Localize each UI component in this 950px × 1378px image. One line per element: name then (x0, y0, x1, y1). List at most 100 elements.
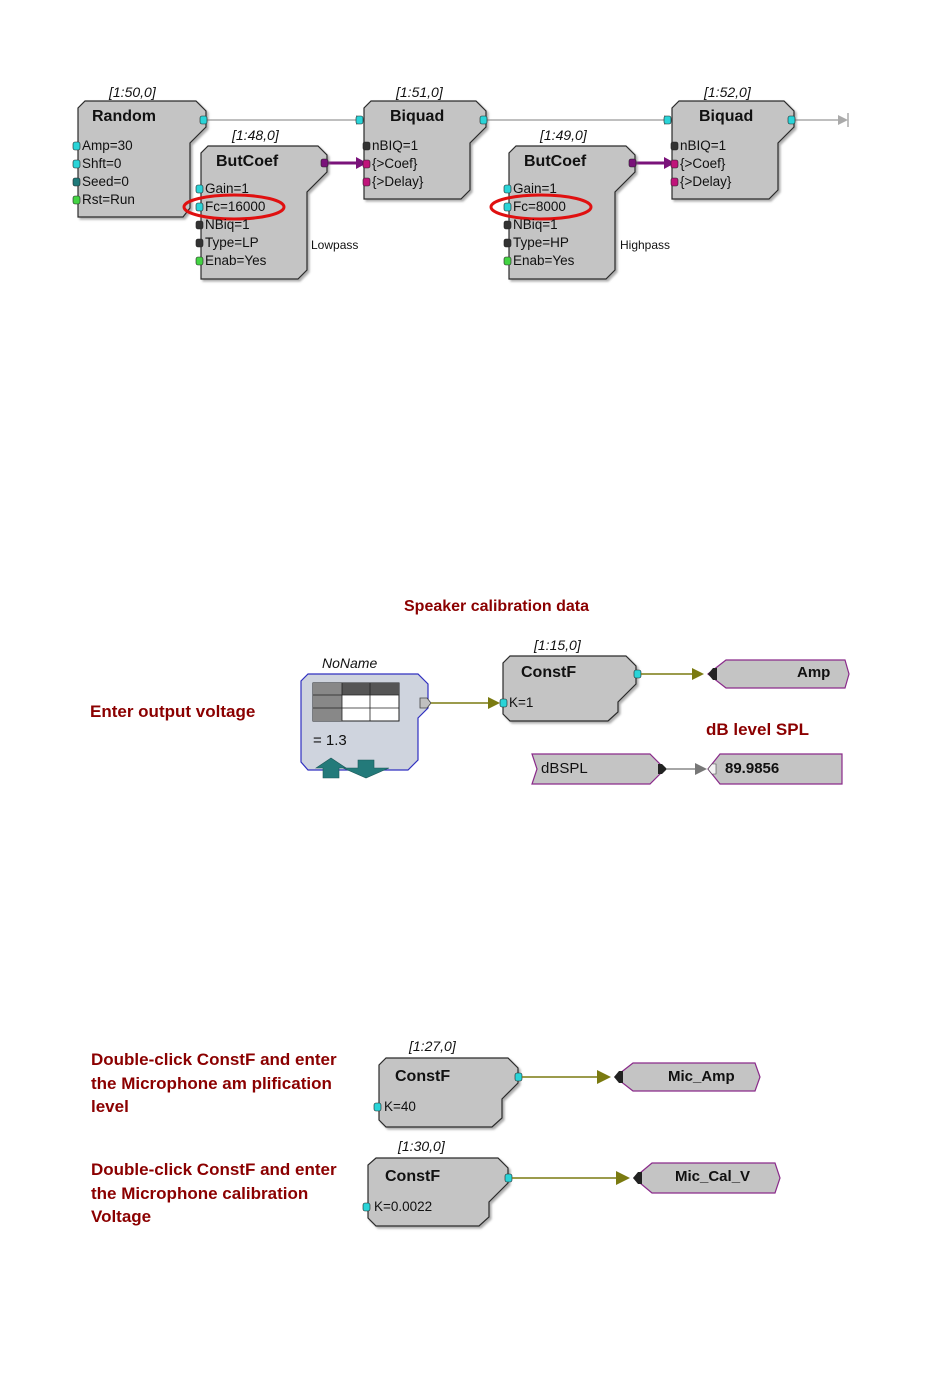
mic-amp-tag[interactable] (614, 1062, 761, 1092)
mic-cal-v-tag-label: Mic_Cal_V (675, 1168, 751, 1185)
lowpass-note: Lowpass (311, 238, 359, 252)
value-display (707, 753, 843, 785)
wire-arrow (692, 668, 704, 680)
constf-mic-amp-index: [1:27,0] (409, 1038, 456, 1054)
fc-highlight-circle (182, 193, 286, 221)
port-coef[interactable] (670, 159, 679, 169)
port-seed[interactable] (72, 177, 81, 187)
port-in[interactable] (707, 763, 717, 775)
mic-cal-v-tag[interactable] (633, 1162, 781, 1194)
param-k[interactable]: K=40 (384, 1099, 416, 1114)
param-k[interactable]: K=1 (509, 695, 534, 710)
port-out[interactable] (628, 158, 637, 168)
port-enab[interactable] (195, 256, 204, 266)
biquad1-index: [1:51,0] (396, 84, 443, 100)
param-coef[interactable]: {>Coef} (680, 156, 726, 171)
wire-arrow (838, 115, 848, 125)
port-type[interactable] (195, 238, 204, 248)
port-rst[interactable] (72, 195, 81, 205)
port-in[interactable] (355, 115, 364, 125)
param-fc[interactable]: Fc=16000 (205, 199, 266, 214)
port-out[interactable] (504, 1173, 513, 1183)
amp-tag[interactable] (707, 659, 850, 689)
port-in[interactable] (633, 1172, 642, 1184)
port-shft[interactable] (72, 159, 81, 169)
port-out[interactable] (658, 764, 667, 774)
biquad1-component[interactable] (363, 100, 487, 200)
port-nbiq[interactable] (195, 220, 204, 230)
constf-mic-amp-component[interactable] (378, 1057, 519, 1128)
instruction-mic-amp: Double-click ConstF and enter the Microp… (91, 1050, 337, 1116)
port-k[interactable] (373, 1102, 382, 1112)
param-fc[interactable]: Fc=8000 (513, 199, 566, 214)
table-output-port[interactable] (419, 697, 432, 709)
mic-amp-tag-label: Mic_Amp (668, 1068, 735, 1085)
speaker-calibration-heading: Speaker calibration data (404, 598, 589, 615)
param-gain[interactable]: Gain=1 (513, 181, 557, 196)
port-fc[interactable] (195, 202, 204, 212)
param-type[interactable]: Type=LP (205, 235, 259, 250)
port-k[interactable] (362, 1202, 371, 1212)
port-gain[interactable] (195, 184, 204, 194)
port-out[interactable] (320, 158, 329, 168)
biquad2-component[interactable] (671, 100, 795, 200)
wire-arrow (356, 157, 367, 169)
db-level-label: dB level SPL (706, 720, 809, 739)
constf-mic-cal-component[interactable] (367, 1157, 509, 1227)
param-enab[interactable]: Enab=Yes (513, 253, 575, 268)
param-nbiq[interactable]: nBIQ=1 (372, 138, 419, 153)
port-nbiq[interactable] (362, 141, 371, 151)
param-gain[interactable]: Gain=1 (205, 181, 249, 196)
port-in[interactable] (708, 668, 717, 680)
param-enab[interactable]: Enab=Yes (205, 253, 267, 268)
port-out[interactable] (199, 115, 208, 125)
port-nbiq[interactable] (670, 141, 679, 151)
param-amp[interactable]: Amp=30 (82, 138, 133, 153)
param-coef[interactable]: {>Coef} (372, 156, 418, 171)
param-k[interactable]: K=0.0022 (374, 1199, 433, 1214)
param-nbiq[interactable]: NBiq=1 (513, 217, 558, 232)
port-out[interactable] (787, 115, 796, 125)
port-delay[interactable] (670, 177, 679, 187)
port-coef[interactable] (362, 159, 371, 169)
fc-highlight-circle (489, 193, 593, 221)
butcoef-lp-title: ButCoef (216, 153, 279, 170)
port-k[interactable] (499, 698, 508, 708)
random-index: [1:50,0] (109, 84, 156, 100)
port-in[interactable] (614, 1071, 623, 1083)
param-delay[interactable]: {>Delay} (372, 174, 424, 189)
down-arrow-icon[interactable] (342, 759, 390, 779)
port-out[interactable] (514, 1072, 523, 1082)
enter-output-voltage-label: Enter output voltage (90, 702, 256, 721)
port-gain[interactable] (503, 184, 512, 194)
param-seed[interactable]: Seed=0 (82, 174, 129, 189)
port-delay[interactable] (362, 177, 371, 187)
up-arrow-icon[interactable] (315, 757, 347, 779)
constf-index: [1:15,0] (534, 637, 581, 653)
table-value: = 1.3 (313, 732, 347, 749)
wire-arrow (488, 697, 500, 709)
port-amp[interactable] (72, 141, 81, 151)
port-out[interactable] (633, 669, 642, 679)
constf-component[interactable] (502, 655, 637, 722)
constf-mic-amp-title: ConstF (395, 1068, 451, 1085)
port-in[interactable] (663, 115, 672, 125)
wire-arrow (664, 157, 675, 169)
param-nbiq[interactable]: NBiq=1 (205, 217, 250, 232)
dbspl-tag[interactable] (531, 753, 666, 785)
wire-arrow (616, 1171, 630, 1185)
table-index-column (313, 683, 342, 721)
port-nbiq[interactable] (503, 220, 512, 230)
param-type[interactable]: Type=HP (513, 235, 569, 250)
constf-mic-cal-index: [1:30,0] (398, 1138, 445, 1154)
port-enab[interactable] (503, 256, 512, 266)
biquad1-title: Biquad (390, 108, 445, 125)
port-out[interactable] (479, 115, 488, 125)
param-delay[interactable]: {>Delay} (680, 174, 732, 189)
port-type[interactable] (503, 238, 512, 248)
param-nbiq[interactable]: nBIQ=1 (680, 138, 727, 153)
port-fc[interactable] (503, 202, 512, 212)
param-rst[interactable]: Rst=Run (82, 192, 135, 207)
param-shft[interactable]: Shft=0 (82, 156, 122, 171)
